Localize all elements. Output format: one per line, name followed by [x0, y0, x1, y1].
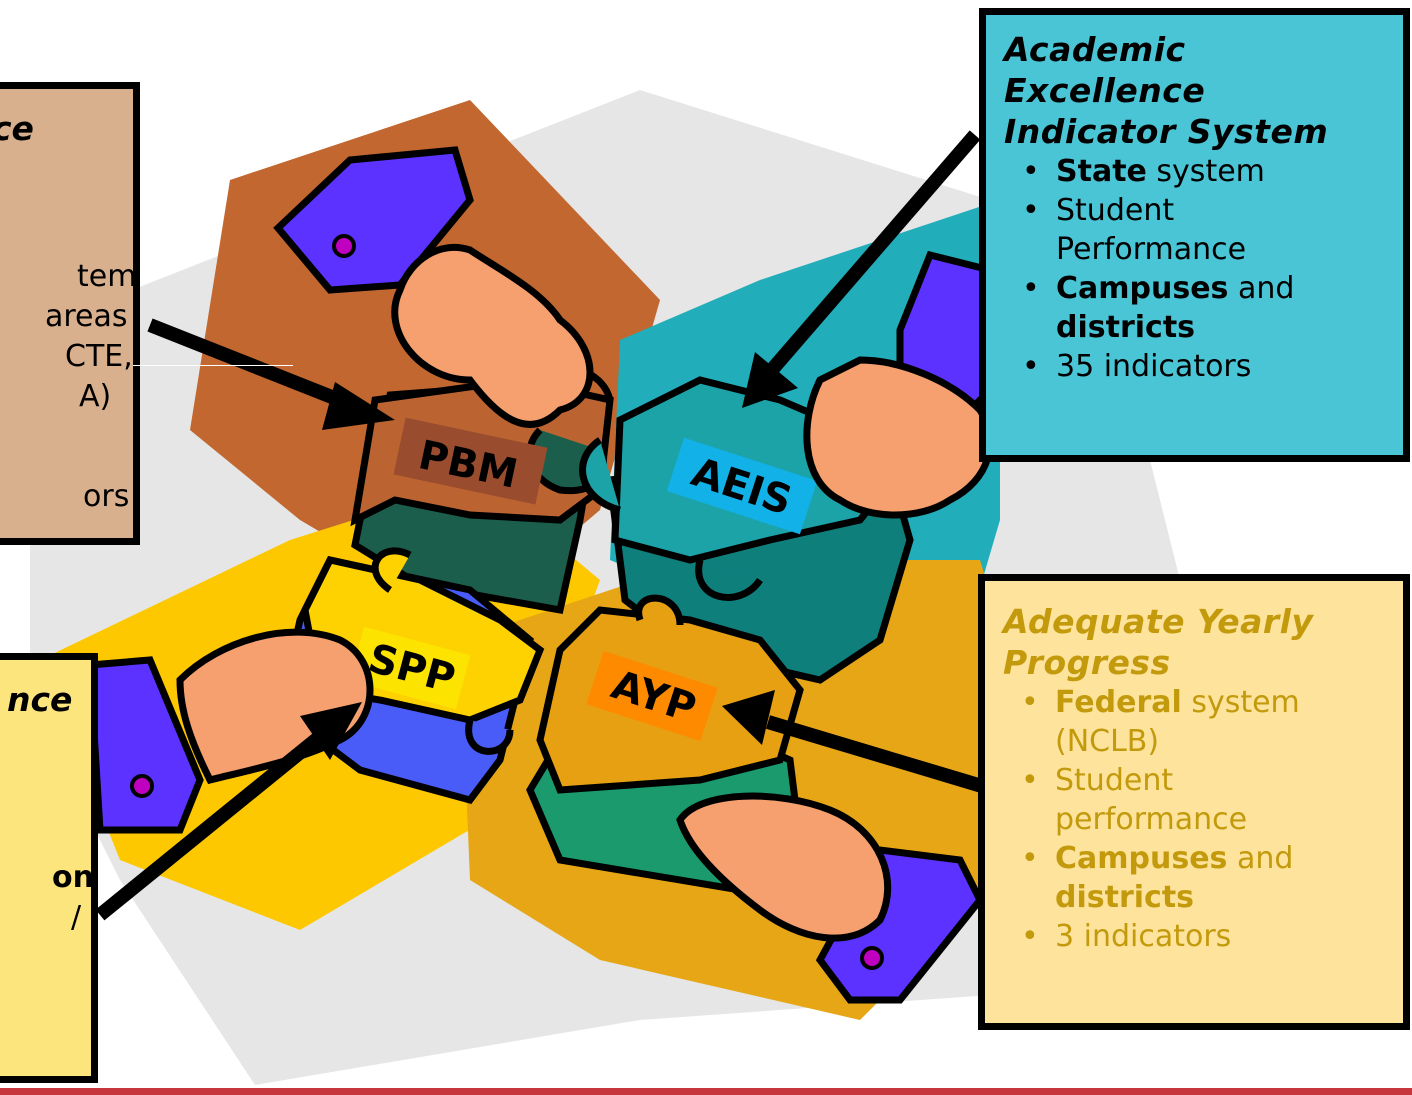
ayp-item-districts: districts: [1055, 880, 1195, 915]
pbm-line-a: A): [79, 379, 112, 414]
aeis-item-student: •Student: [1022, 193, 1175, 228]
aeis-item-campuses: •Campuses and: [1022, 271, 1295, 306]
ayp-item-federal: •Federal system: [1021, 685, 1300, 720]
accent-line: [0, 1088, 1412, 1095]
pbm-title-fragment: ce: [0, 109, 34, 148]
ayp-item-indicators: •3 indicators: [1021, 919, 1232, 954]
ayp-title-line1: Adequate Yearly: [1003, 602, 1314, 641]
arrow-icon: [742, 130, 981, 408]
hand-icon: [676, 792, 985, 1004]
spp-line-on: on: [52, 860, 94, 895]
aeis-item-state: •State system: [1022, 154, 1265, 189]
aeis-info-box: Academic Excellence Indicator System •St…: [979, 8, 1410, 462]
aeis-item-indicators: •35 indicators: [1022, 349, 1252, 384]
ayp-item-performance: performance: [1055, 802, 1248, 837]
aeis-list: •State system •Student Performance •Camp…: [1004, 152, 1403, 386]
aeis-title-line3: Indicator System: [1004, 112, 1329, 151]
divider-line: [133, 365, 293, 366]
hand-icon: [273, 146, 594, 428]
pbm-line-cte: CTE,: [65, 339, 133, 374]
pbm-line-system: tem: [77, 259, 137, 294]
arrow-icon: [722, 690, 998, 797]
ayp-info-box: Adequate Yearly Progress •Federal system…: [978, 574, 1410, 1030]
spp-info-box: nce on /: [0, 653, 98, 1083]
aeis-title-line2: Excellence: [1004, 71, 1206, 110]
ayp-item-student: •Student: [1021, 763, 1174, 798]
aeis-title-line1: Academic: [1004, 30, 1186, 69]
ayp-item-nclb: (NCLB): [1055, 724, 1160, 759]
pbm-line-areas: areas: [45, 299, 128, 334]
aeis-item-performance: Performance: [1056, 232, 1247, 267]
aeis-item-districts: districts: [1056, 310, 1196, 345]
ayp-item-campuses: •Campuses and: [1021, 841, 1294, 876]
pbm-line-ors: ors: [83, 479, 130, 514]
pbm-info-box: ce tem areas CTE, A) ors: [0, 82, 140, 545]
arrow-icon: [95, 702, 362, 921]
ayp-list: •Federal system (NCLB) •Student performa…: [1003, 683, 1403, 956]
spp-title-fragment: nce: [7, 680, 73, 719]
ayp-title-line2: Progress: [1003, 643, 1171, 682]
spp-line-slash: /: [71, 900, 82, 935]
hand-icon: [803, 250, 1004, 519]
